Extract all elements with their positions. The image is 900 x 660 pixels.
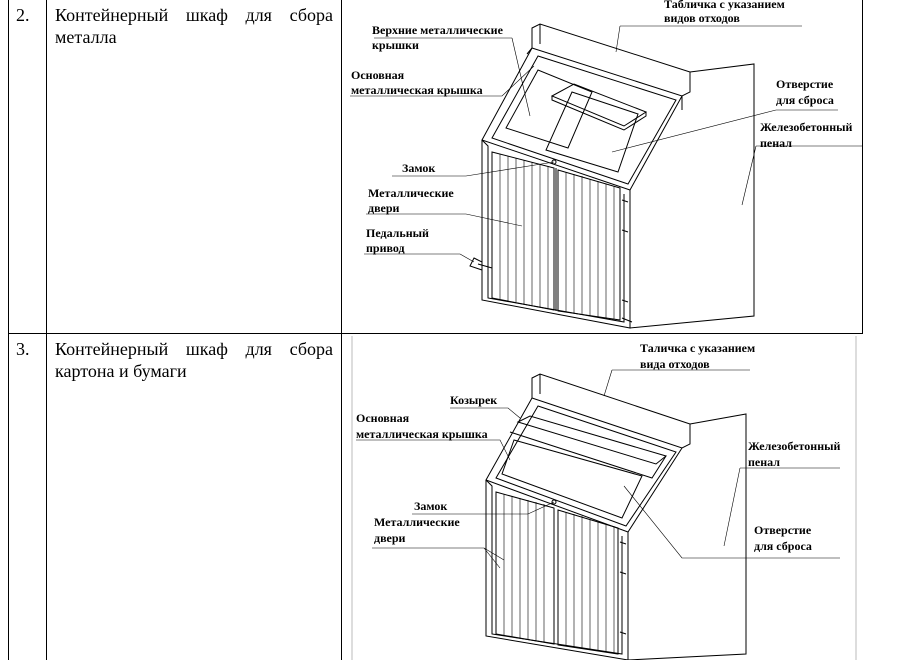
label-sign-2: видов отходов xyxy=(664,11,740,25)
concrete-case xyxy=(629,63,755,329)
label-case-2: пенал xyxy=(748,455,780,469)
label-lock: Замок xyxy=(402,161,435,175)
label-opening: Отверстие xyxy=(776,77,834,91)
label-main-lid: Основная xyxy=(351,68,405,82)
label-opening-2: для сброса xyxy=(776,93,834,107)
row-number: 2. xyxy=(16,5,30,25)
label-main-lid-2: металлическая крышка xyxy=(356,427,488,441)
lid-frame xyxy=(485,397,683,533)
label-doors: Металлические xyxy=(368,186,454,200)
label-visor: Козырек xyxy=(450,393,497,407)
table-border-right xyxy=(862,0,863,334)
label-case: Железобетонный xyxy=(748,439,840,453)
label-pedal: Педальный xyxy=(366,226,429,240)
label-doors-2: двери xyxy=(374,531,406,545)
metal-cabinet-drawing: Табличка с указанием видов отходов Верхн… xyxy=(342,0,862,333)
label-main-lid-2: металлическая крышка xyxy=(351,83,483,97)
label-doors-2: двери xyxy=(368,201,400,215)
label-opening-2: для сброса xyxy=(754,539,812,553)
label-case-2: пенал xyxy=(760,136,792,150)
lid-frame xyxy=(481,47,683,191)
label-doors: Металлические xyxy=(374,515,460,529)
upper-lid-left xyxy=(505,69,593,149)
upper-lid-right xyxy=(545,91,639,173)
label-pedal-2: привод xyxy=(366,241,405,255)
label-lock: Замок xyxy=(414,499,447,513)
label-main-lid: Основная xyxy=(356,411,410,425)
row-description: Контейнерный шкаф для сбора металла xyxy=(55,5,333,47)
door-right xyxy=(557,509,619,655)
door-right xyxy=(557,169,621,321)
table-border-left xyxy=(8,0,9,660)
row-number: 3. xyxy=(16,339,30,359)
label-top-lids-2: крышки xyxy=(372,38,419,52)
sign-board xyxy=(531,373,691,449)
door-left xyxy=(491,151,555,311)
pedal-mechanism xyxy=(469,257,483,271)
label-top-lids: Верхние металлические xyxy=(372,23,504,37)
door-frame xyxy=(481,140,631,329)
visor xyxy=(516,415,668,465)
label-opening: Отверстие xyxy=(754,523,812,537)
lock-icon xyxy=(551,499,557,505)
concrete-case xyxy=(627,413,747,660)
drop-opening xyxy=(501,439,643,519)
table-row-divider xyxy=(8,333,863,334)
label-sign-2: вида отходов xyxy=(640,357,710,371)
sign-board xyxy=(531,23,691,97)
lock-icon xyxy=(551,159,557,165)
door-left xyxy=(495,491,555,645)
label-sign: Табличка с указанием xyxy=(664,0,785,11)
door-frame xyxy=(485,480,629,660)
label-case: Железобетонный xyxy=(760,120,852,134)
table-border-col2 xyxy=(341,0,342,660)
table-border-col1 xyxy=(46,0,47,660)
paper-cabinet-drawing: Таличка с указанием вида отходов Козырек… xyxy=(350,336,858,660)
row-description: Контейнерный шкаф для сбора картона и бу… xyxy=(55,339,333,381)
label-sign: Таличка с указанием xyxy=(640,341,755,355)
